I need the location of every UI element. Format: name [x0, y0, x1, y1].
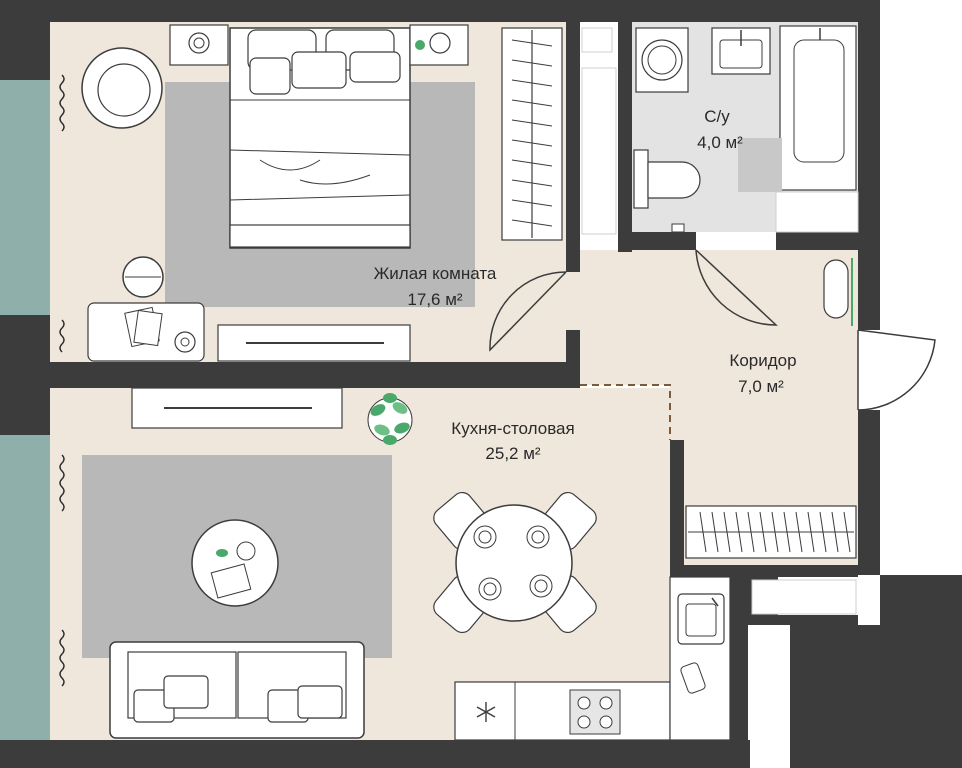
room-area: 7,0 м²: [738, 377, 784, 396]
round-stool: [122, 256, 164, 298]
room-name: Кухня-столовая: [451, 419, 574, 438]
room-area: 17,6 м²: [407, 290, 462, 309]
room-name: Жилая комната: [374, 264, 497, 283]
wardrobe-corridor: [685, 505, 857, 559]
door-living-room[interactable]: [489, 271, 567, 352]
window-kitchen: [0, 435, 50, 740]
tv-stand-living: [217, 324, 411, 362]
snowflake-icon: [476, 702, 496, 722]
doors: [489, 249, 936, 411]
bathtub-icon: [775, 25, 859, 233]
room-name: С/у: [704, 107, 730, 126]
cooktop-icon: [569, 689, 621, 735]
room-area: 4,0 м²: [697, 133, 743, 152]
door-bathroom[interactable]: [695, 249, 778, 326]
tv-stand-kitchen: [131, 387, 343, 429]
room-area: 25,2 м²: [485, 444, 540, 463]
toilet-icon: [633, 149, 701, 209]
coffee-table: [191, 519, 279, 607]
bed: [229, 27, 411, 249]
room-label-kitchen-dining: Кухня-столовая 25,2 м²: [451, 419, 574, 463]
service-niche: [751, 579, 857, 615]
corridor-mirror: [823, 258, 853, 326]
washing-machine-icon: [635, 27, 689, 93]
storage-niche: [581, 67, 617, 235]
armchair: [81, 47, 163, 129]
sofa: [109, 641, 365, 739]
nightstand-left: [169, 24, 229, 66]
floor-drain: [671, 223, 685, 233]
plant-icon: [367, 393, 413, 445]
windows: [0, 74, 65, 740]
zone-divider: [580, 384, 671, 440]
cutting-board-icon: [680, 662, 706, 694]
room-label-corridor: Коридор 7,0 м²: [729, 351, 796, 396]
nightstand-right: [409, 24, 469, 66]
shaft-box: [581, 27, 613, 53]
desk: [87, 302, 205, 362]
kitchen-counter: [454, 576, 731, 741]
room-name: Коридор: [729, 351, 796, 370]
window-living-room: [0, 80, 50, 315]
bath-mat: [738, 138, 782, 192]
room-label-bathroom: С/у 4,0 м²: [697, 107, 743, 152]
entrance-door[interactable]: [857, 329, 936, 411]
dining-set: [433, 491, 597, 634]
washbasin-icon: [711, 27, 771, 75]
room-label-living-room: Жилая комната 17,6 м²: [374, 264, 497, 309]
wardrobe-living: [501, 27, 563, 241]
sink-icon: [677, 593, 725, 645]
